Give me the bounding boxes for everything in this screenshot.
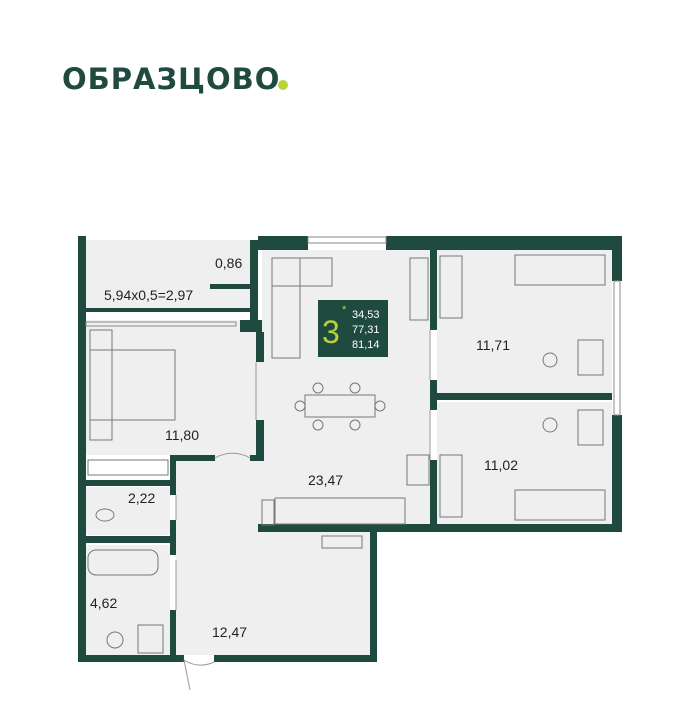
brand-logo: ОБРАЗЦОВО [62, 62, 281, 96]
room-bedroom-left-area: 11,80 [165, 427, 199, 443]
room-living-kitchen-area: 23,47 [308, 472, 343, 488]
badge-rooms: 3 [322, 314, 340, 350]
room-bathroom-area: 4,62 [90, 595, 117, 611]
windows [85, 236, 621, 416]
badge-total-with-balcony: 81,14 [352, 339, 380, 351]
room-wc-area: 2,22 [128, 490, 155, 506]
room-floors [86, 240, 612, 655]
room-bedroom-top-right-area: 11,71 [476, 337, 510, 353]
logo-dot [278, 80, 288, 90]
badge-total-area: 77,31 [352, 324, 380, 336]
room-bedroom-bottom-right-area: 11,02 [484, 457, 518, 473]
room-storage-area: 0,86 [215, 255, 242, 271]
room-balcony-area: 5,94x0,5=2,97 [104, 287, 193, 303]
badge-mark: * [342, 304, 347, 316]
apartment-badge [318, 300, 388, 357]
badge-living-area: 34,53 [352, 309, 380, 321]
walls [78, 236, 622, 662]
doors [175, 330, 431, 691]
furniture [87, 254, 606, 654]
room-hall-area: 12,47 [212, 624, 247, 640]
